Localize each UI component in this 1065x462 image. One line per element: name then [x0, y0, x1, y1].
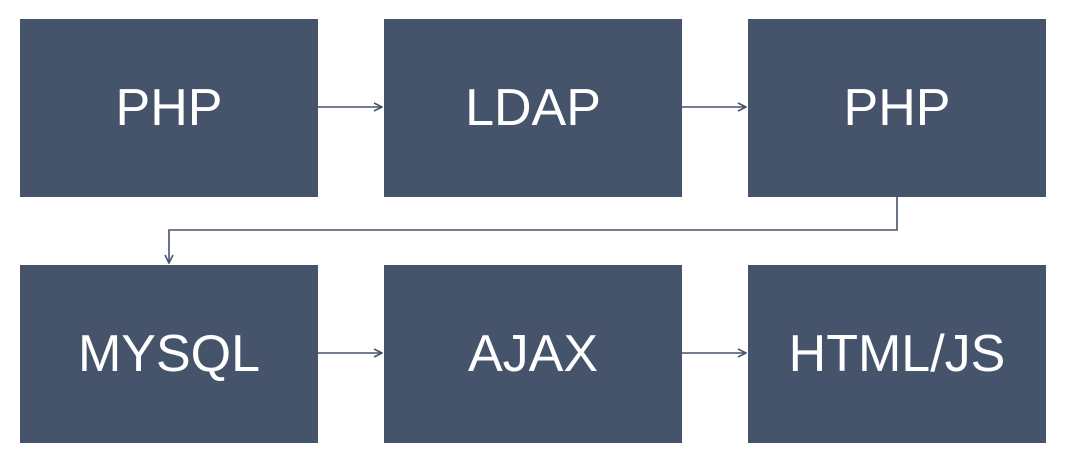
- node-php-2: PHP: [748, 19, 1046, 197]
- node-php-1: PHP: [20, 19, 318, 197]
- edge-php-to-mysql: [169, 197, 898, 263]
- node-ajax: AJAX: [384, 265, 682, 443]
- node-mysql: MYSQL: [20, 265, 318, 443]
- node-ldap: LDAP: [384, 19, 682, 197]
- node-html-js: HTML/JS: [748, 265, 1046, 443]
